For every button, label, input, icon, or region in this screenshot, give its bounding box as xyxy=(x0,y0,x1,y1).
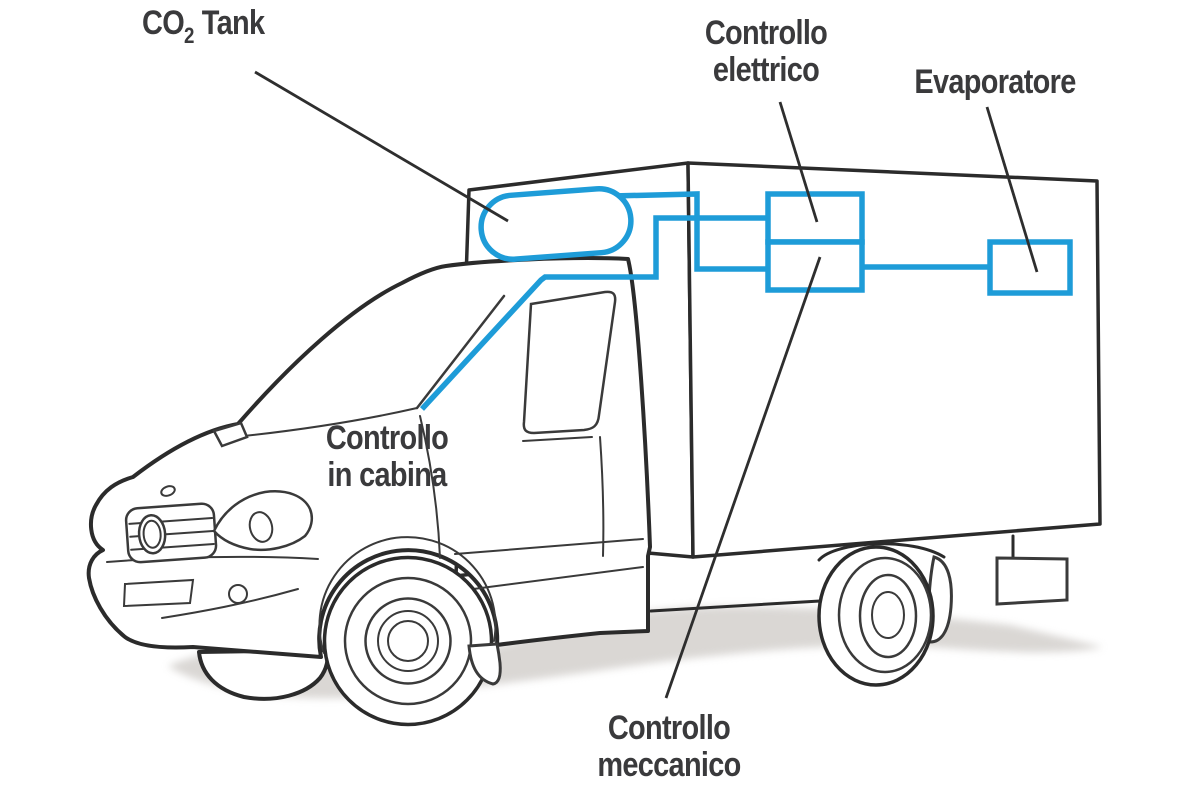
body-line-lower-1 xyxy=(454,538,644,555)
label-controllo-meccanico-line1: Controllo xyxy=(607,709,731,747)
leader-co2-tank xyxy=(254,70,509,223)
front-wheel-rim xyxy=(364,597,452,685)
door-seam-rear xyxy=(599,436,605,557)
headlight xyxy=(212,490,314,552)
rear-wheel-tire-inner xyxy=(837,556,933,674)
co2-tank-shape xyxy=(478,186,634,262)
underbody-skirt-line xyxy=(649,599,822,613)
grille xyxy=(124,502,218,564)
label-co2-tank-pre: CO xyxy=(142,4,185,42)
rear-wheel-rim xyxy=(858,573,918,659)
side-mirror xyxy=(212,421,249,448)
front-mudflap xyxy=(467,642,502,686)
pipe-cabin-to-electric-control xyxy=(419,215,770,411)
rear-frame-step xyxy=(995,556,1069,606)
label-controllo-elettrico-line1: Controllo xyxy=(704,14,828,52)
label-co2-tank-post: Tank xyxy=(194,4,265,42)
label-evaporatore-line1: Evaporatore xyxy=(914,63,1076,101)
label-evaporatore: Evaporatore xyxy=(914,63,1076,101)
label-co2-tank-subscript: 2 xyxy=(183,23,195,48)
pipe-tank-to-mechanical-control xyxy=(611,191,770,272)
brand-logo-inner xyxy=(142,519,162,549)
label-controllo-in-cabina-line2: in cabina xyxy=(327,456,447,494)
label-co2-tank: CO2 Tank xyxy=(142,4,265,49)
label-controllo-meccanico: Controllo meccanico xyxy=(597,709,741,784)
label-controllo-elettrico-line2: elettrico xyxy=(712,51,820,89)
leader-controllo-meccanico xyxy=(664,256,822,699)
front-wheel-hub xyxy=(387,620,429,662)
label-controllo-meccanico-line2: meccanico xyxy=(597,746,741,784)
front-wheel-rim-inner xyxy=(377,610,439,672)
hood-vent-oval xyxy=(160,485,176,497)
bumper-crease-line xyxy=(161,588,299,619)
windshield-pillar-line xyxy=(415,294,506,410)
box-side-face xyxy=(686,161,1102,559)
label-controllo-in-cabina-line1: Controllo xyxy=(325,419,449,457)
side-window-trim-line xyxy=(522,436,593,442)
front-wheel-tire-inner xyxy=(343,576,473,706)
front-wheel-tire xyxy=(322,555,494,727)
leader-controllo-elettrico xyxy=(778,101,819,223)
body-line-lower-2 xyxy=(457,566,644,592)
front-wheel-arch-line xyxy=(318,536,497,654)
mechanical-control-box xyxy=(765,239,865,293)
label-controllo-in-cabina: Controllo in cabina xyxy=(325,419,449,494)
windshield-base-line xyxy=(224,407,418,439)
bumper-inset-panel xyxy=(122,578,195,608)
label-controllo-elettrico: Controllo elettrico xyxy=(704,14,828,89)
side-window xyxy=(522,290,617,435)
rear-wheel-hub xyxy=(871,591,905,639)
rear-wheel-arch-line xyxy=(817,542,946,562)
headlight-bulb xyxy=(248,511,274,543)
leader-evaporatore xyxy=(985,106,1039,273)
